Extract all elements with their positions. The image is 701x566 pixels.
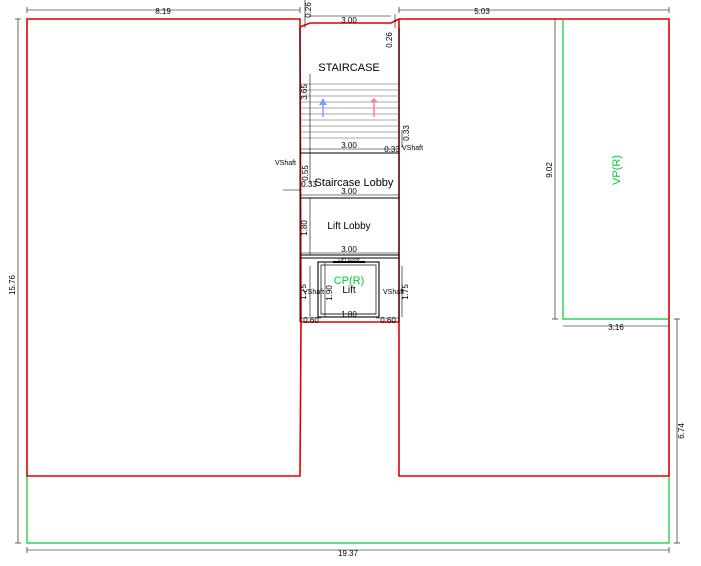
- dim-lobby-side-a: 0.55: [301, 165, 310, 181]
- dim-stair-landing-b: 0.33: [384, 145, 400, 154]
- lift-door-label: LIFT DOOR: [338, 257, 359, 262]
- dim-top-left: 8.19: [155, 7, 171, 16]
- dim-stair-landing-a: 0.33: [402, 125, 411, 141]
- dim-overall-width: 19.37: [338, 549, 359, 558]
- green-zones: [26, 20, 670, 544]
- dim-lift-side-right: 0.60: [380, 316, 396, 325]
- vshaft-label-landing: VShaft: [402, 145, 423, 152]
- vshaft-label-stair: VShaft: [275, 160, 296, 167]
- vp-label: VP(R): [611, 155, 623, 185]
- dimension-lines: [15, 0, 680, 553]
- stair-up-arrow-icon: [319, 98, 327, 117]
- stair-down-arrow-icon: [370, 98, 378, 117]
- vshaft-label-lift-right: VShaft: [383, 289, 404, 296]
- left-wing-outline: [26, 18, 302, 477]
- dim-vp-height: 9.02: [545, 162, 554, 178]
- vshaft-label-lift-left: VShaft: [303, 289, 324, 296]
- lift-lobby-label: Lift Lobby: [327, 221, 370, 232]
- dim-overall-height: 15.76: [8, 274, 17, 295]
- staircase-label: STAIRCASE: [318, 62, 380, 74]
- dim-lobby-side-b: 0.33: [301, 180, 317, 189]
- dim-vp-width: 3.16: [608, 323, 624, 332]
- vp-green-zone: [562, 20, 669, 320]
- dim-lift-height: 1.90: [325, 285, 334, 301]
- dim-lift-side-left: 0.60: [303, 316, 319, 325]
- dim-staircase-lobby-width: 3.00: [341, 187, 357, 196]
- dim-stair-landing-width: 3.00: [341, 141, 357, 150]
- dim-lift-width: 1.80: [341, 310, 357, 319]
- cp-label: CP(R): [334, 275, 365, 287]
- dim-lower-right-height: 6.74: [677, 423, 686, 439]
- core-walls: [299, 28, 400, 322]
- dim-lift-lobby-width: 3.00: [341, 245, 357, 254]
- dim-top-stair-width: 3.00: [341, 16, 357, 25]
- dim-lift-vshaft-right: 1.75: [401, 284, 410, 300]
- lift-label: Lift: [342, 285, 356, 296]
- dim-top-offset-left: 0.26: [304, 2, 313, 18]
- dim-top-right: 5.03: [474, 7, 490, 16]
- dim-lift-vshaft-left: 1.75: [299, 284, 308, 300]
- dim-lift-lobby-height: 1.80: [300, 220, 309, 236]
- stair-treads: [300, 83, 399, 139]
- bottom-green-strip: [26, 476, 670, 544]
- staircase-lobby-label: Staircase Lobby: [315, 177, 394, 189]
- right-wing-outline: [398, 18, 670, 477]
- dim-stair-length: 3.65: [300, 84, 309, 100]
- dim-top-offset-right: 0.26: [385, 32, 394, 48]
